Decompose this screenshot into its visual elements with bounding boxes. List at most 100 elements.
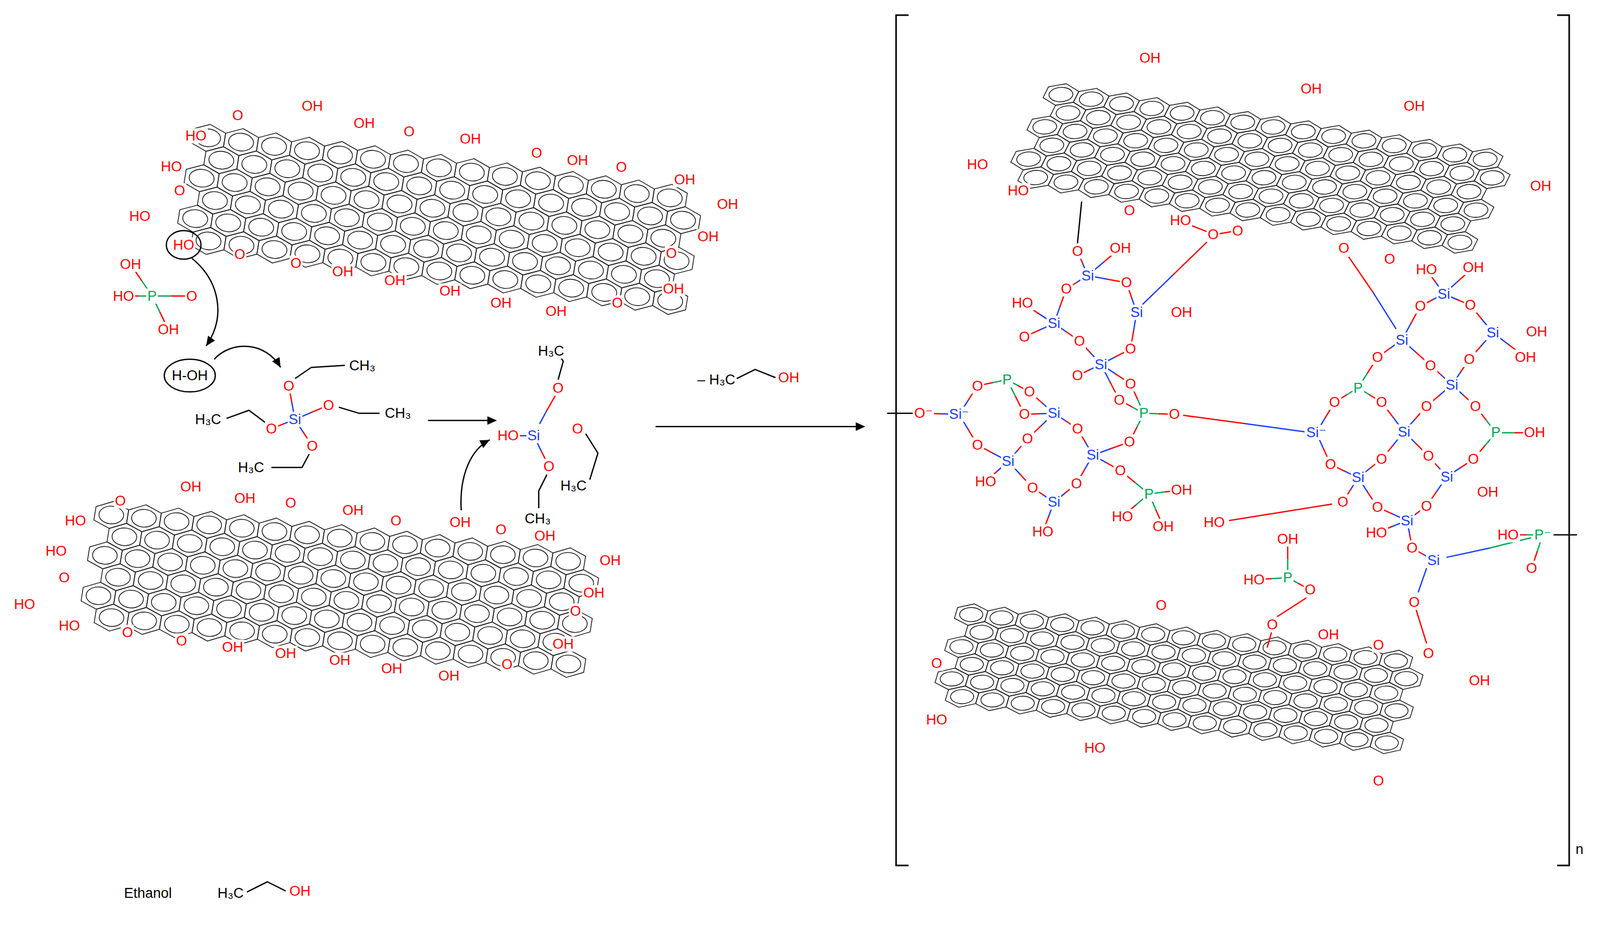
aromatic-ring bbox=[1134, 168, 1165, 186]
ethyl-chain bbox=[585, 433, 598, 480]
aromatic-ring bbox=[405, 175, 433, 197]
oxygen-label: O bbox=[264, 420, 278, 437]
hexagon-ring bbox=[125, 502, 163, 534]
oxygen-label: O bbox=[930, 655, 944, 672]
oxygen-label: O bbox=[1327, 394, 1341, 410]
ethyl-chain bbox=[736, 369, 776, 379]
aromatic-ring bbox=[260, 135, 288, 157]
aromatic-ring bbox=[215, 598, 243, 619]
aromatic-ring bbox=[1309, 178, 1340, 196]
aromatic-ring bbox=[1078, 619, 1107, 636]
oxygen-label: OH bbox=[448, 514, 473, 531]
aromatic-ring bbox=[1120, 690, 1148, 707]
aromatic-ring bbox=[359, 148, 387, 170]
aromatic-ring bbox=[1009, 695, 1037, 712]
phosphorus-label: P bbox=[1281, 569, 1294, 585]
oxygen-label: O bbox=[1123, 434, 1137, 450]
aromatic-ring bbox=[384, 574, 413, 595]
aromatic-ring bbox=[471, 184, 500, 206]
oxygen-label: HO bbox=[925, 711, 949, 727]
aromatic-ring bbox=[273, 158, 302, 180]
oxygen-label: O bbox=[121, 625, 135, 641]
ethyl-chain bbox=[295, 365, 346, 379]
silicon-label: Si bbox=[1485, 325, 1501, 341]
hexagon-ring bbox=[1034, 693, 1072, 719]
link-line bbox=[1219, 231, 1232, 234]
aromatic-ring bbox=[418, 197, 447, 219]
aromatic-ring bbox=[195, 617, 223, 638]
aromatic-ring bbox=[1074, 159, 1104, 178]
oxygen-label: O bbox=[1374, 394, 1388, 410]
oxygen-label: O bbox=[1022, 384, 1037, 400]
link-line bbox=[1446, 547, 1490, 558]
aromatic-ring bbox=[1043, 155, 1074, 173]
aromatic-ring bbox=[352, 571, 380, 592]
oxygen-label: O bbox=[1466, 451, 1480, 467]
hexagon-ring bbox=[216, 553, 254, 584]
aromatic-ring bbox=[425, 157, 453, 179]
aromatic-ring bbox=[1110, 672, 1138, 689]
oxygen-label: HO bbox=[1169, 213, 1193, 229]
aromatic-ring bbox=[1470, 150, 1501, 168]
aromatic-ring bbox=[1288, 122, 1319, 140]
oxygen-label: O bbox=[1371, 772, 1385, 788]
oxygen-label: OH bbox=[533, 527, 557, 544]
graphene-sheet bbox=[1000, 81, 1521, 256]
aromatic-ring bbox=[233, 194, 262, 216]
hexagon-ring bbox=[953, 602, 990, 627]
silicon-label: Si bbox=[1046, 405, 1062, 421]
arrow-head bbox=[206, 335, 216, 347]
aromatic-ring bbox=[333, 207, 361, 229]
aromatic-ring bbox=[306, 162, 335, 184]
oxygen-label: O bbox=[1113, 462, 1127, 478]
aromatic-ring bbox=[979, 691, 1007, 708]
oxygen-label: O bbox=[1071, 368, 1085, 384]
hexagon-ring bbox=[158, 506, 196, 537]
hexagon-ring bbox=[178, 590, 216, 621]
aromatic-ring bbox=[1106, 95, 1137, 113]
oxygen-label: O bbox=[1265, 616, 1279, 632]
aromatic-ring bbox=[622, 183, 651, 205]
hexagon-ring bbox=[419, 635, 457, 666]
link-line bbox=[1348, 256, 1374, 293]
aromatic-ring bbox=[1230, 636, 1258, 653]
aromatic-ring bbox=[424, 537, 452, 558]
aromatic-ring bbox=[443, 621, 472, 642]
oxygen-label: OH bbox=[300, 98, 325, 114]
aromatic-ring bbox=[1165, 173, 1195, 191]
aromatic-ring bbox=[456, 643, 485, 664]
aromatic-ring bbox=[1362, 666, 1390, 684]
oxygen-label: O bbox=[1407, 594, 1421, 610]
hexagon-ring bbox=[99, 561, 137, 593]
aromatic-ring bbox=[169, 573, 197, 594]
oxygen-label: O bbox=[322, 397, 336, 413]
aromatic-ring bbox=[1197, 109, 1228, 127]
aromatic-ring bbox=[1059, 633, 1087, 651]
oxygen-label: HO bbox=[57, 617, 82, 633]
aromatic-ring bbox=[1477, 169, 1508, 187]
aromatic-ring bbox=[968, 624, 996, 641]
aromatic-ring bbox=[1343, 731, 1371, 748]
aromatic-ring bbox=[988, 659, 1016, 676]
aromatic-ring bbox=[1150, 693, 1178, 710]
aromatic-ring bbox=[130, 610, 158, 631]
aromatic-ring bbox=[162, 511, 191, 532]
oxygen-label: O bbox=[174, 633, 188, 649]
oxygen-label: O bbox=[281, 378, 296, 394]
oxygen-label: O bbox=[1419, 398, 1433, 414]
aromatic-ring bbox=[968, 673, 996, 690]
hexagon-ring bbox=[183, 162, 221, 194]
hexagon-ring bbox=[268, 538, 307, 569]
aromatic-ring bbox=[1172, 192, 1203, 210]
aromatic-ring bbox=[1089, 637, 1117, 654]
aromatic-ring bbox=[392, 153, 420, 174]
hexagon-ring bbox=[1125, 703, 1163, 729]
aromatic-ring bbox=[1322, 696, 1350, 713]
aromatic-ring bbox=[456, 541, 484, 562]
oxygen-label: OH bbox=[438, 283, 462, 299]
aromatic-ring bbox=[1109, 622, 1137, 640]
hexagon-ring bbox=[314, 563, 352, 594]
aromatic-ring bbox=[104, 567, 132, 587]
oxygen-label: OH bbox=[383, 273, 407, 289]
aromatic-ring bbox=[313, 225, 341, 247]
